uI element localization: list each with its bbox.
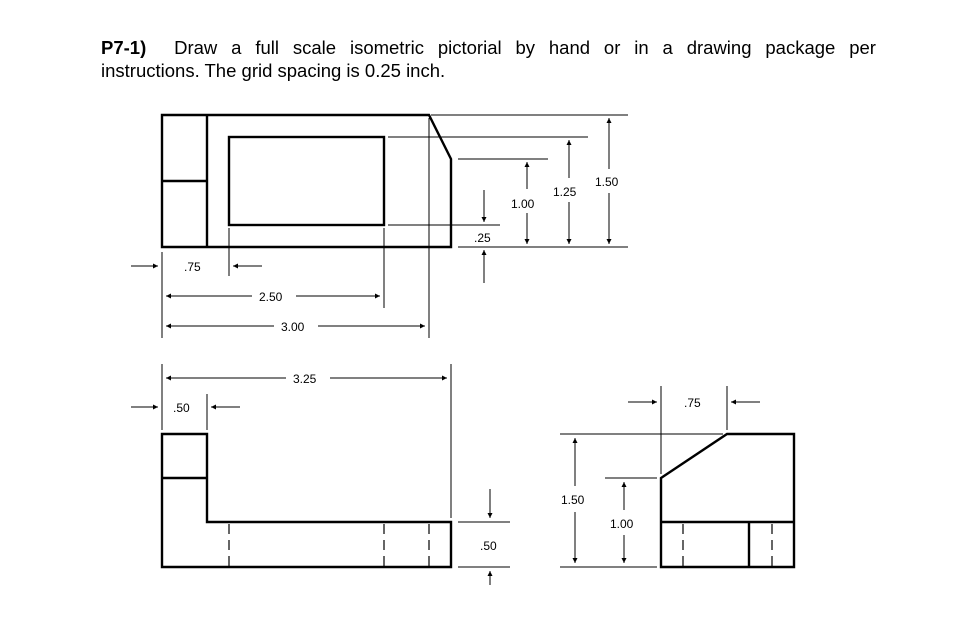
top-view-dimension-labels: .75 2.50 3.00 .25 1.00 1.25 1.50 [184, 175, 619, 334]
front-view [160, 432, 453, 569]
word: drawing [686, 37, 752, 58]
dim-label-025: .25 [474, 231, 491, 245]
dim-label-300: 3.00 [281, 320, 305, 334]
word: pictorial [437, 37, 502, 58]
word: by [515, 37, 536, 58]
side-view-outline [659, 432, 796, 569]
dim-label-075: .75 [184, 260, 201, 274]
side-view-hidden-lines [682, 524, 773, 566]
front-view-dimension-labels: 3.25 .50 .50 [173, 372, 497, 553]
problem-line-1: P7-1) Draw a full scale isometric pictor… [101, 36, 876, 59]
dim-label-side-075: .75 [684, 396, 701, 410]
problem-line-2: instructions. The grid spacing is 0.25 i… [101, 60, 446, 81]
word: a [231, 37, 242, 58]
dim-label-side-150: 1.50 [561, 493, 585, 507]
side-view-dimensions [560, 386, 760, 568]
word: in [634, 37, 649, 58]
dim-label-250: 2.50 [259, 290, 283, 304]
dim-label-side-100: 1.00 [610, 517, 634, 531]
dim-label-050b: .50 [480, 539, 497, 553]
word: Draw [174, 37, 218, 58]
top-view-pocket [227, 135, 386, 227]
word: package [765, 37, 836, 58]
dim-label-325: 3.25 [293, 372, 317, 386]
top-view-dimensions [131, 114, 628, 338]
front-view-outline [160, 432, 453, 569]
word: isometric [349, 37, 424, 58]
side-view [659, 432, 796, 569]
problem-number: P7-1) [101, 37, 147, 58]
top-view [160, 113, 453, 249]
dim-label-125: 1.25 [553, 185, 577, 199]
word: scale [292, 37, 337, 58]
word: or [603, 37, 621, 58]
problem-statement: P7-1) Draw a full scale isometric pictor… [101, 36, 876, 82]
side-view-dimension-labels: .75 1.50 1.00 [561, 396, 701, 531]
word: hand [548, 37, 591, 58]
dim-label-100: 1.00 [511, 197, 535, 211]
word: a [662, 37, 673, 58]
dim-label-150: 1.50 [595, 175, 619, 189]
front-view-hidden-lines [228, 524, 430, 566]
word: full [255, 37, 279, 58]
dim-label-050: .50 [173, 401, 190, 415]
top-view-outline [160, 113, 453, 249]
front-view-dimensions [131, 364, 510, 585]
word: per [849, 37, 876, 58]
